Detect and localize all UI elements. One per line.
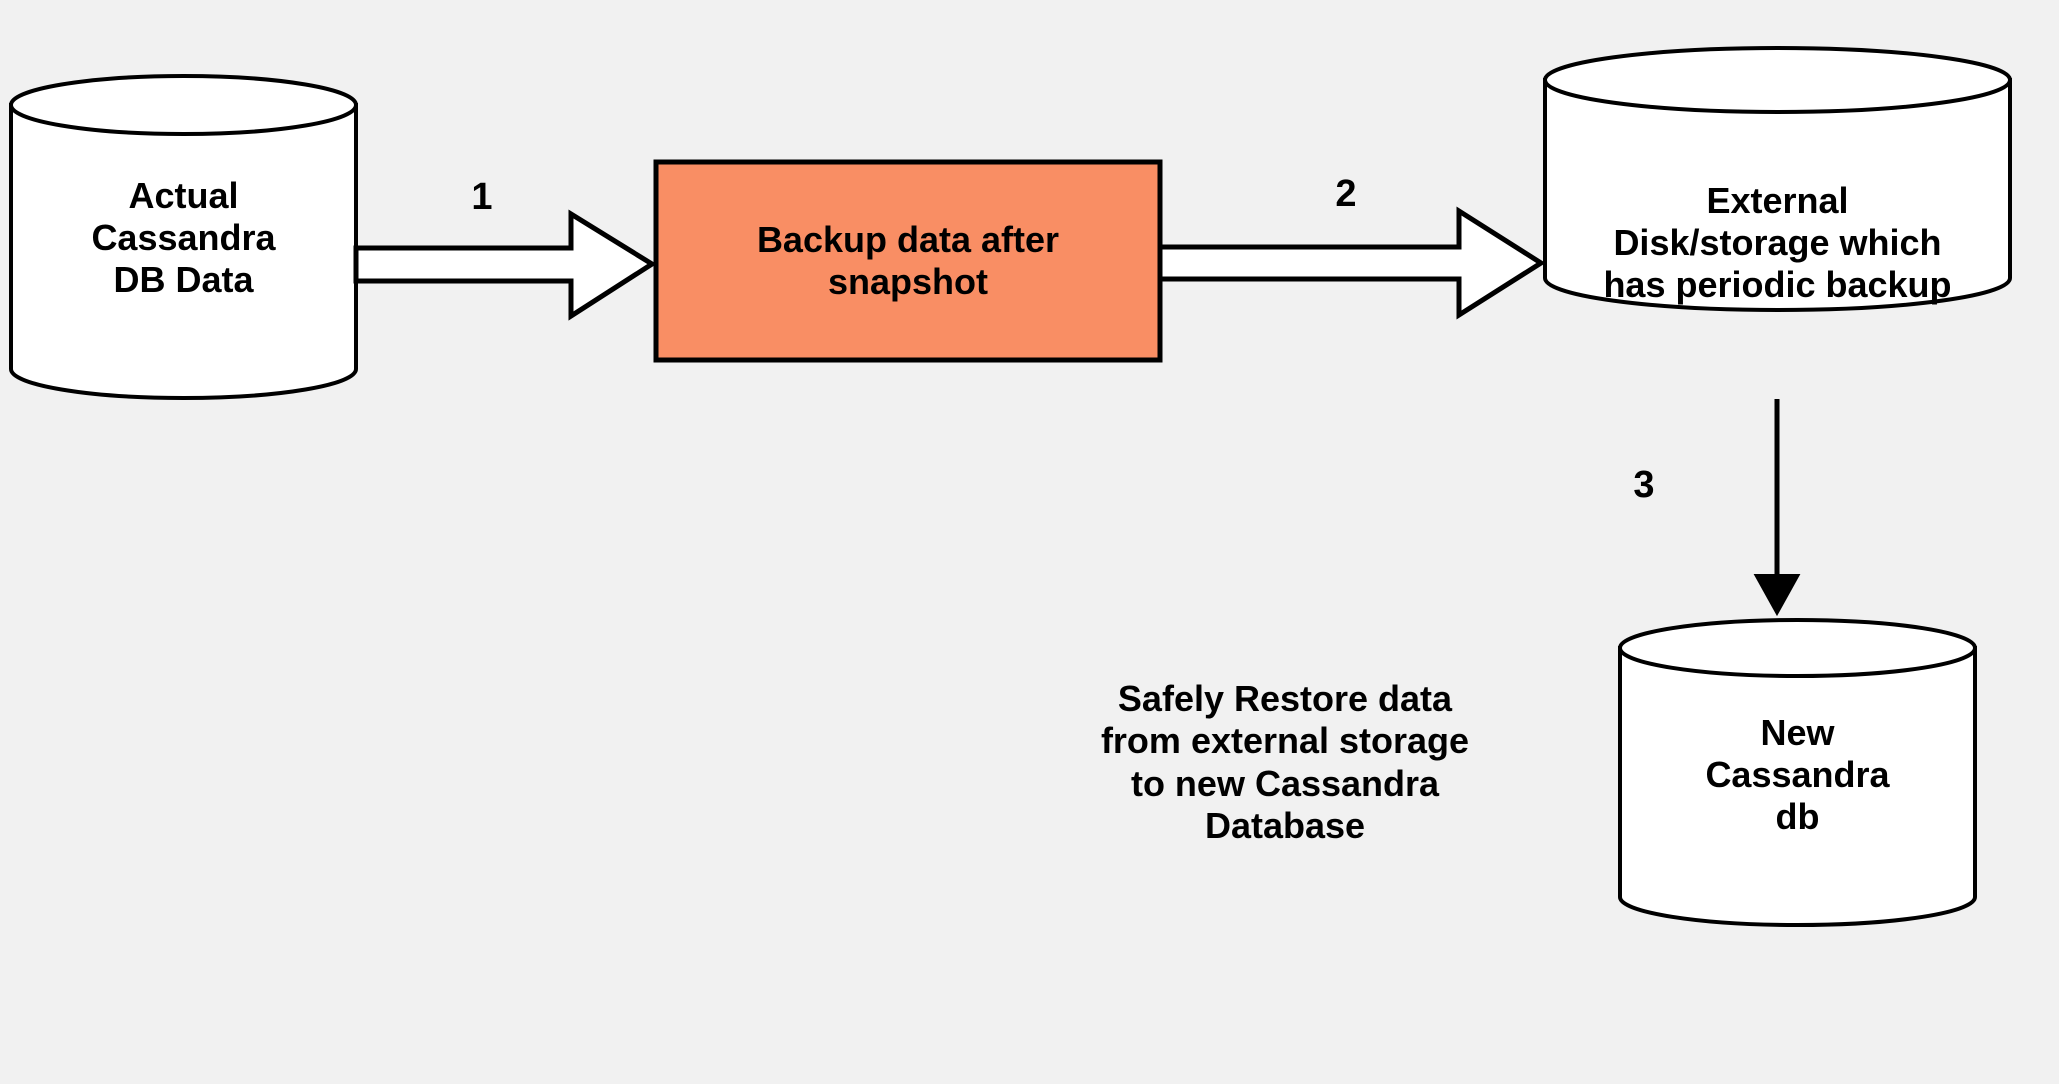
cylinder-top-ellipse [1618,618,1977,678]
edge-3-label: 3 [1633,464,1655,506]
cylinder-top-ellipse [1543,46,2012,114]
node-external-disk[interactable] [1543,46,2012,312]
node-actual-db[interactable] [9,74,358,400]
node-backup-box[interactable] [653,159,1163,363]
arrow-head [1753,574,1801,617]
edge-2-label: 2 [1335,173,1357,215]
block-arrow-shape [353,209,657,321]
edge-2-block-arrow[interactable] [1157,206,1546,320]
process-rect [653,159,1163,363]
cylinder-body [1618,646,1977,927]
restore-note-text: Safely Restore data from external storag… [1100,678,1470,847]
cylinder-body [1543,78,2012,312]
node-new-db[interactable] [1618,618,1977,927]
cylinder-body [9,103,358,400]
edge-1-label: 1 [471,176,493,218]
edge-1-block-arrow[interactable] [353,209,657,321]
edge-3-line-arrow[interactable] [1753,399,1801,617]
cylinder-top-ellipse [9,74,358,136]
block-arrow-shape [1157,206,1546,320]
